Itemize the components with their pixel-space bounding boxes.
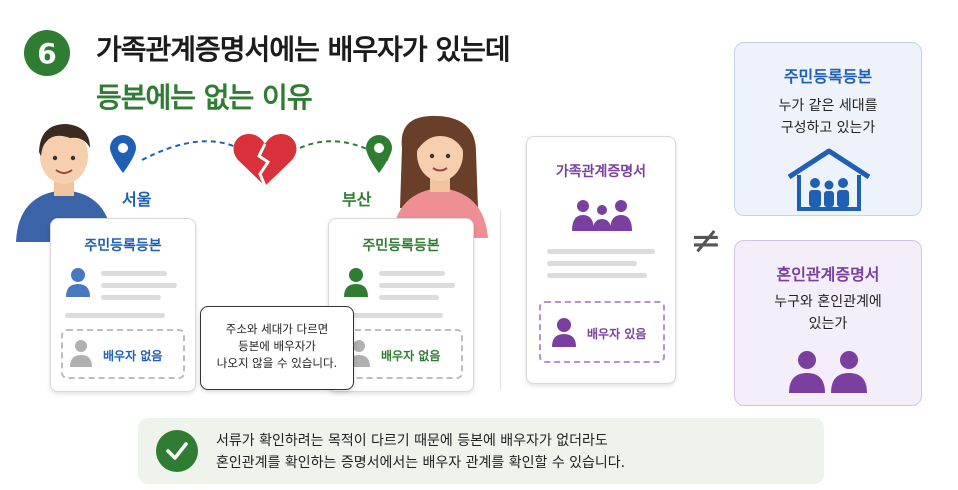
left-registry-card-title: 주민등록등본	[84, 238, 162, 254]
man-illustration	[16, 124, 112, 242]
woman-illustration	[392, 115, 488, 238]
marriage-purpose-box: 혼인관계증명서 누구와 혼인관계에 있는가	[734, 240, 922, 406]
family-icon	[572, 200, 632, 231]
registry-purpose-title: 주민등록등본	[783, 67, 873, 86]
seoul-label: 서울	[122, 190, 152, 209]
household-house-icon	[787, 148, 871, 211]
family-relations-card: 가족관계증명서 배우자 있음	[526, 136, 676, 384]
broken-heart-icon	[233, 134, 297, 187]
person-icon	[66, 268, 90, 297]
summary-line2: 혼인관계를 확인하는 증명서에서는 배우자 관계를 확인할 수 있습니다.	[216, 455, 626, 471]
explanation-note: 주소와 세대가 다르면 등본에 배우자가 나오지 않을 수 있습니다.	[200, 306, 354, 390]
section-divider	[500, 210, 501, 390]
page-title-line2: 등본에는 없는 이유	[96, 81, 313, 114]
person-icon	[344, 268, 368, 297]
person-icon	[70, 340, 92, 367]
busan-label: 부산	[342, 190, 372, 209]
left-registry-card: 주민등록등본 배우자 없음	[50, 218, 196, 392]
person-icon	[552, 318, 576, 347]
note-line2: 등본에 배우자가	[238, 339, 316, 353]
family-spouse-status: 배우자 있음	[587, 327, 647, 341]
busan-location-pin-icon	[366, 135, 392, 173]
check-icon	[156, 430, 198, 472]
couple-icon	[789, 351, 867, 393]
summary-line1: 서류가 확인하려는 목적이 다르기 때문에 등본에 배우자가 없더라도	[216, 433, 608, 449]
step-number-badge: 6	[24, 30, 70, 76]
registry-purpose-desc-line1: 누가 같은 세대를	[778, 98, 878, 114]
marriage-purpose-title: 혼인관계증명서	[776, 265, 880, 284]
right-spouse-status: 배우자 없음	[381, 349, 441, 363]
registry-purpose-box: 주민등록등본 누가 같은 세대를 구성하고 있는가	[734, 42, 922, 216]
marriage-purpose-desc-line2: 있는가	[808, 316, 848, 332]
summary-bar: 서류가 확인하려는 목적이 다르기 때문에 등본에 배우자가 없더라도 혼인관계…	[138, 418, 824, 484]
note-line3: 나오지 않을 수 있습니다.	[216, 356, 338, 370]
family-relations-card-title: 가족관계증명서	[555, 164, 647, 180]
note-line1: 주소와 세대가 다르면	[225, 322, 329, 336]
seoul-location-pin-icon	[110, 135, 136, 173]
page-title-line1: 가족관계증명서에는 배우자가 있는데	[96, 33, 511, 66]
left-spouse-status: 배우자 없음	[103, 349, 163, 363]
right-registry-card: 주민등록등본 배우자 없음	[328, 218, 474, 392]
marriage-purpose-desc-line1: 누구와 혼인관계에	[774, 294, 882, 310]
registry-purpose-desc-line2: 구성하고 있는가	[780, 120, 876, 136]
not-equal-symbol: ≠	[690, 218, 722, 262]
right-registry-card-title: 주민등록등본	[362, 238, 440, 254]
